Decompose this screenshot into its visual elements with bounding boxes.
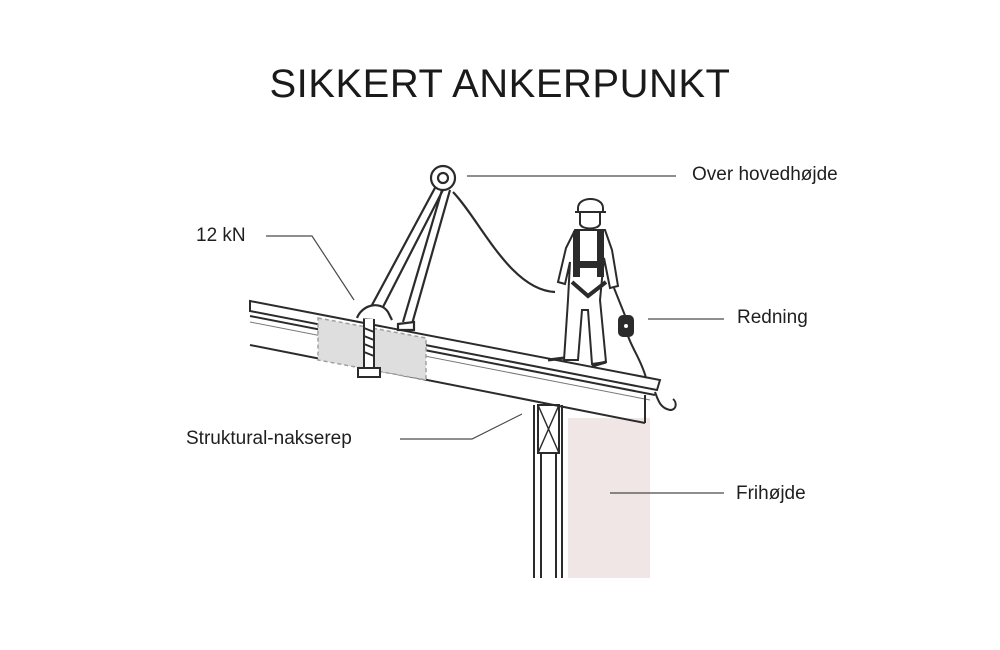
rescue-device [613, 287, 647, 379]
label-load: 12 kN [196, 225, 246, 246]
anchor-bolt [357, 317, 381, 378]
tripod-anchor [355, 164, 457, 332]
wall-post [533, 404, 563, 578]
label-clearance: Frihøjde [736, 483, 806, 504]
clearance-zone [568, 418, 650, 578]
lifeline-rope [452, 191, 556, 294]
diagram-title: SIKKERT ANKERPUNKT [269, 62, 731, 106]
label-over-head: Over hovedhøjde [692, 164, 838, 185]
roof [249, 299, 677, 424]
leader-lines [266, 175, 724, 494]
label-structural: Struktural-nakserep [186, 428, 352, 449]
label-rescue: Redning [737, 307, 808, 328]
worker [547, 198, 620, 368]
